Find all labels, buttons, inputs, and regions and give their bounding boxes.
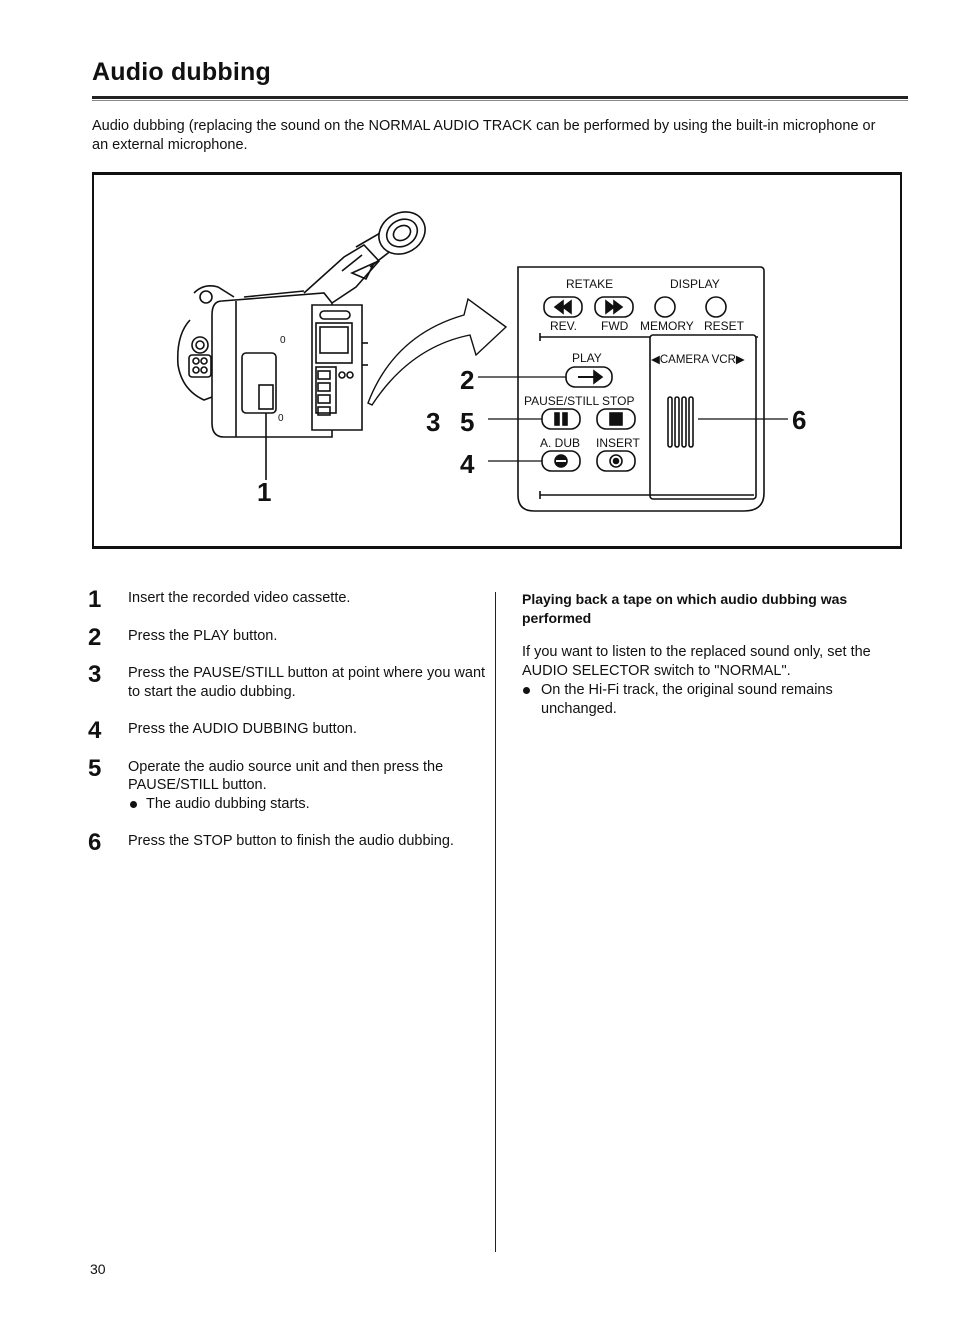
panel-label-fwd: FWD bbox=[601, 319, 629, 333]
aside-text: If you want to listen to the replaced so… bbox=[522, 644, 871, 679]
step-1: 1 Insert the recorded video cassette. bbox=[88, 588, 488, 612]
step-text: Press the AUDIO DUBBING button. bbox=[128, 721, 357, 737]
control-panel bbox=[517, 266, 765, 512]
aside-bullet: On the Hi-Fi track, the original sound r… bbox=[522, 681, 892, 719]
panel-label-play: PLAY bbox=[572, 351, 602, 365]
zoom-arrow bbox=[367, 297, 508, 406]
aside-heading: Playing back a tape on which audio dubbi… bbox=[522, 591, 848, 626]
steps-list: 1 Insert the recorded video cassette. 2 … bbox=[88, 588, 488, 869]
step-text: Press the PAUSE/STILL button at point wh… bbox=[128, 665, 486, 700]
callout-6: 6 bbox=[792, 405, 806, 435]
panel-label-pause-stop: PAUSE/STILL STOP bbox=[524, 394, 634, 408]
page-title: Audio dubbing bbox=[92, 58, 271, 86]
panel-label-retake: RETAKE bbox=[566, 277, 613, 291]
callout-2: 2 bbox=[460, 365, 474, 395]
panel-label-camera-vcr: ◀CAMERA VCR▶ bbox=[651, 354, 746, 366]
step-number: 2 bbox=[88, 623, 102, 651]
panel-label-insert: INSERT bbox=[596, 436, 640, 450]
step-number: 4 bbox=[88, 717, 102, 744]
panel-label-memory: MEMORY bbox=[640, 319, 694, 333]
camcorder-label-0: 0 bbox=[280, 335, 286, 346]
step-text: Press the PLAY button. bbox=[128, 627, 278, 644]
step-text: Operate the audio source unit and then p… bbox=[128, 758, 444, 794]
callout-3: 3 bbox=[426, 407, 440, 437]
callout-5: 5 bbox=[460, 407, 474, 437]
callout-4: 4 bbox=[460, 449, 475, 479]
callout-lines bbox=[478, 376, 788, 462]
panel-label-a-dub: A. DUB bbox=[540, 436, 580, 450]
step-text: Press the STOP button to finish the audi… bbox=[128, 833, 454, 849]
step-number: 6 bbox=[88, 829, 102, 856]
step-number: 5 bbox=[88, 754, 102, 782]
step-bullet: The audio dubbing starts. bbox=[128, 795, 488, 814]
step-5: 5 Operate the audio source unit and then… bbox=[88, 754, 488, 814]
page-number: 30 bbox=[90, 1261, 106, 1277]
bullet-dot-icon bbox=[523, 687, 530, 694]
step-number: 1 bbox=[88, 586, 102, 613]
step-text: Insert the recorded video cassette. bbox=[128, 590, 351, 606]
callout-1: 1 bbox=[257, 477, 271, 507]
panel-label-rev: REV. bbox=[550, 319, 577, 333]
step-6: 6 Press the STOP button to finish the au… bbox=[88, 831, 488, 855]
column-divider bbox=[495, 592, 496, 1252]
step-4: 4 Press the AUDIO DUBBING button. bbox=[88, 719, 488, 743]
step-2: 2 Press the PLAY button. bbox=[88, 625, 488, 649]
title-rule-thin bbox=[92, 100, 908, 101]
camcorder-label-0b: 0 bbox=[278, 413, 284, 424]
step-number: 3 bbox=[88, 661, 102, 688]
step-3: 3 Press the PAUSE/STILL button at point … bbox=[88, 663, 488, 701]
title-rule bbox=[92, 96, 908, 99]
camcorder-illustration: 0 0 bbox=[176, 211, 806, 512]
bullet-dot-icon bbox=[130, 800, 137, 808]
panel-label-reset: RESET bbox=[704, 319, 745, 333]
aside-note: Playing back a tape on which audio dubbi… bbox=[522, 590, 892, 719]
figure-frame: 0 0 bbox=[92, 172, 902, 549]
camcorder-drawing bbox=[176, 211, 426, 480]
intro-paragraph: Audio dubbing (replacing the sound on th… bbox=[92, 118, 876, 153]
step-bullet-text: The audio dubbing starts. bbox=[146, 795, 310, 812]
panel-label-display: DISPLAY bbox=[670, 277, 720, 291]
step-text-container: Operate the audio source unit and then p… bbox=[128, 757, 488, 814]
aside-bullet-text: On the Hi-Fi track, the original sound r… bbox=[541, 682, 833, 717]
